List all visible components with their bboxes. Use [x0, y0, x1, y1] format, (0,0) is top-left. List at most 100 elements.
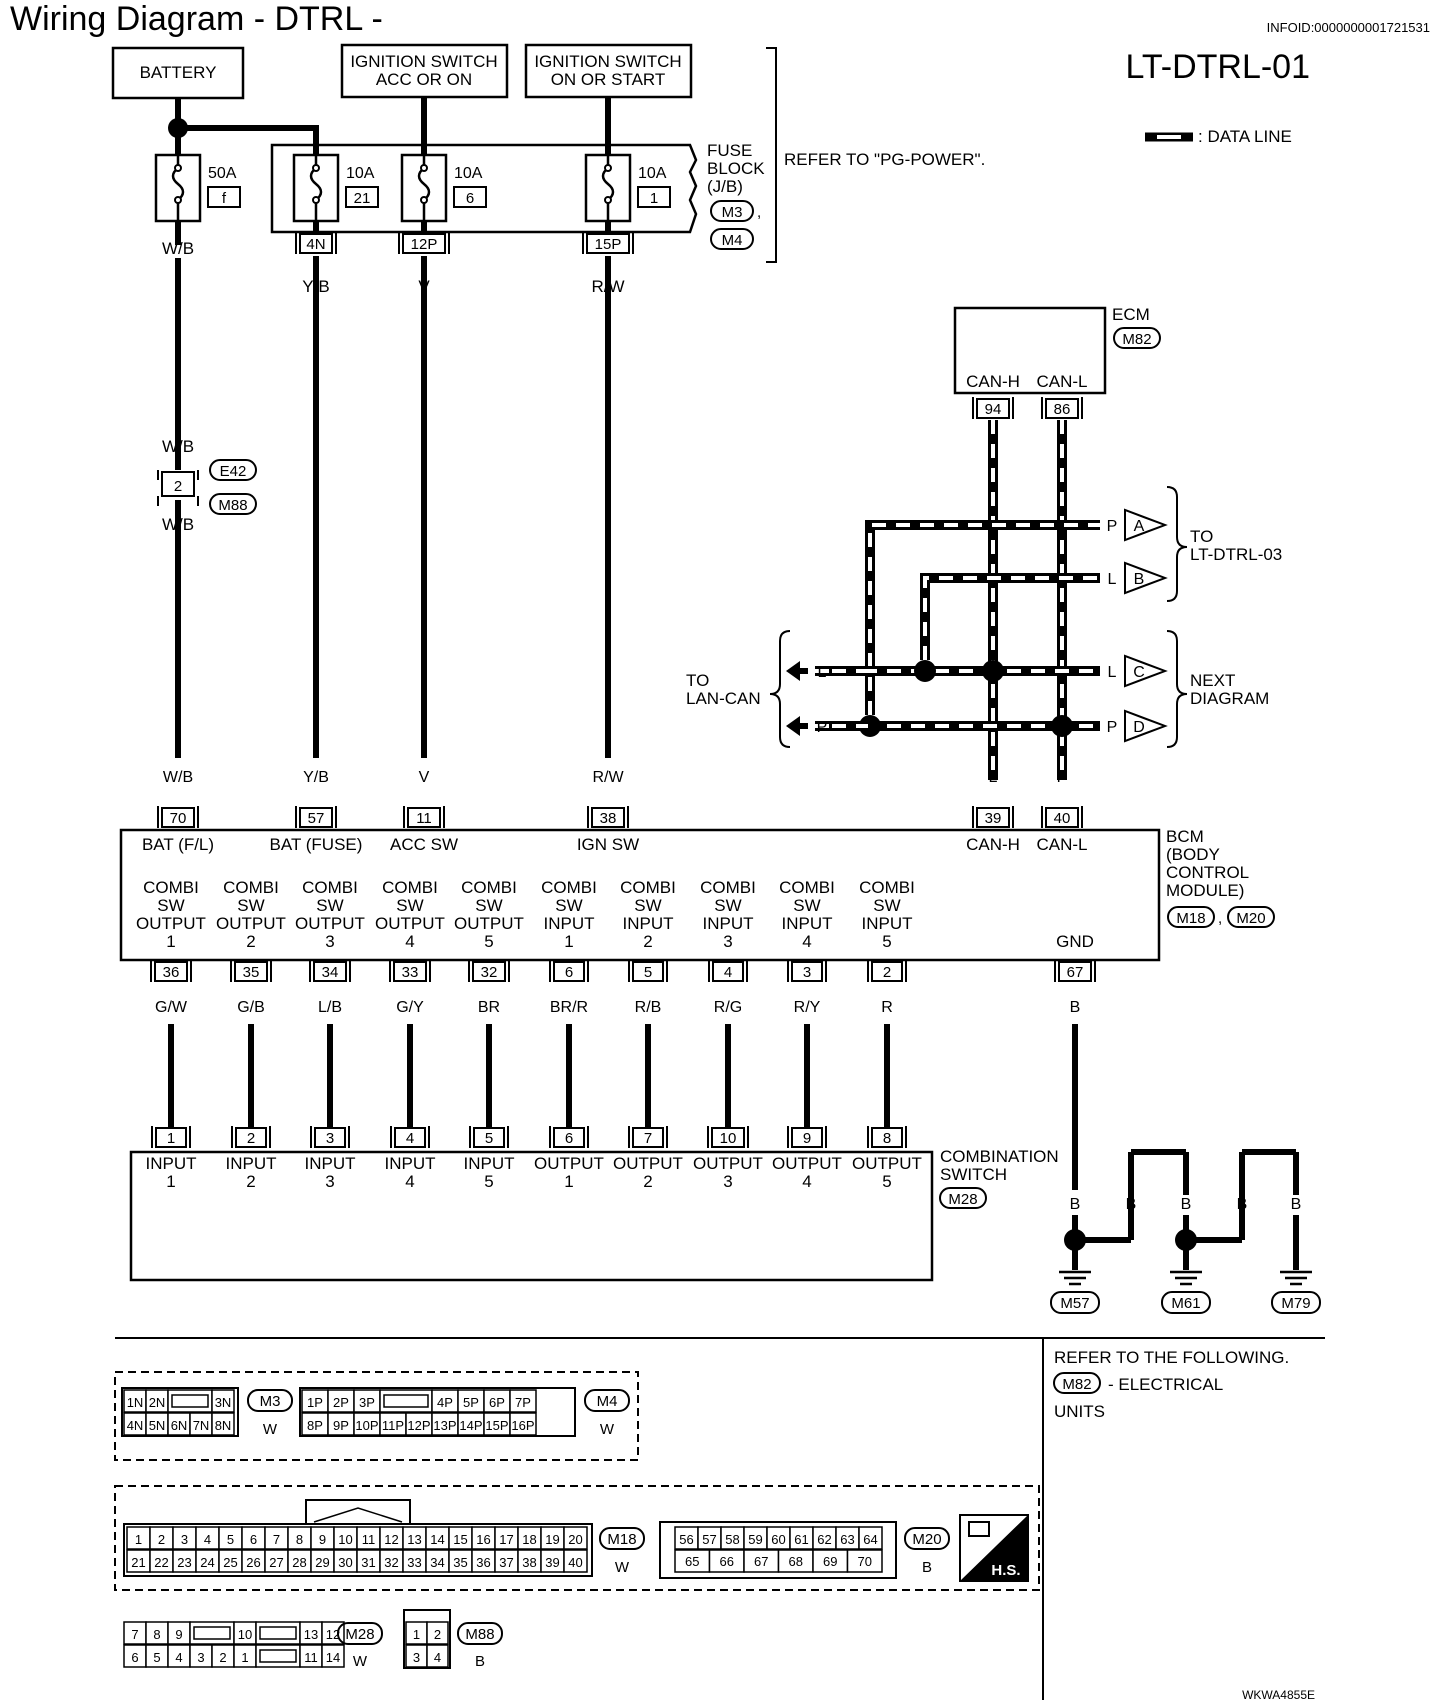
pin-frame — [235, 1127, 267, 1148]
ecm-label: ECM — [1112, 305, 1150, 324]
branch-b — [920, 573, 1100, 660]
bcm-pin-label-3: INPUT — [544, 914, 595, 933]
connector-cell-label: 20 — [568, 1532, 582, 1547]
combination-switch-pin-box: 9 — [787, 1126, 827, 1148]
can-splice — [859, 715, 881, 737]
connector-cell-label: 9 — [175, 1627, 182, 1642]
bcm-bottom-pin-box: 36 — [150, 960, 192, 982]
bcm-bottom-wire-label: R/Y — [794, 999, 821, 1016]
m3-name-frame — [247, 1389, 293, 1412]
bcm-top-wire-label: W/B — [163, 769, 193, 786]
pin-number: 5 — [485, 1130, 493, 1147]
ecm-can-h-label: CAN-H — [966, 372, 1020, 391]
connector-cell-label: 25 — [223, 1555, 237, 1570]
combination-switch-box — [129, 1150, 934, 1282]
connector-cell-label: 3 — [181, 1532, 188, 1547]
connector-cell-label: 7 — [273, 1532, 280, 1547]
pin-tab — [295, 232, 337, 254]
bcm-pin-label-2: SW — [793, 896, 820, 915]
combination-switch-pin-label-2: 2 — [643, 1172, 652, 1191]
wire-label-rw-top: R/W — [591, 277, 624, 296]
connector-cell — [189, 1621, 235, 1645]
pin-tab — [867, 1126, 907, 1148]
bcm-pin-39: 39 — [972, 806, 1014, 828]
pin-number: 3 — [803, 964, 811, 981]
joint-wire-below: W/B — [162, 515, 194, 534]
pin-tab — [582, 232, 634, 254]
bcm-box — [119, 828, 1161, 962]
combination-switch-label: COMBINATION SWITCH M28 — [939, 1147, 1059, 1209]
bcm-gnd-pin-box: 67 — [1054, 960, 1096, 982]
pin-number: 11 — [416, 810, 432, 827]
pin-tab — [157, 806, 199, 828]
pin-frame — [976, 807, 1010, 828]
ecm-can-l-label: CAN-L — [1036, 372, 1087, 391]
fuse-number-frame — [345, 186, 379, 208]
bcm-pin-label-2: SW — [316, 896, 343, 915]
pin-frame — [632, 961, 664, 982]
bcm-top-pin-label: BAT (FUSE) — [270, 835, 363, 854]
combination-switch-pin-label-1: OUTPUT — [852, 1154, 922, 1173]
connector-cell-label: 30 — [338, 1555, 352, 1570]
connector-cell — [255, 1644, 301, 1668]
wire-label-yb-top: Y/B — [302, 277, 329, 296]
connector-cell-label: 15 — [453, 1532, 467, 1547]
m3-body — [121, 1387, 239, 1437]
arrow-triangle-icon — [1124, 561, 1168, 595]
bcm-top-pin-label: IGN SW — [577, 835, 639, 854]
connector-cell — [426, 1644, 449, 1668]
bcm-pin-label-2: SW — [555, 896, 582, 915]
connector-cell-label: 34 — [430, 1555, 444, 1570]
bcm-name-3: CONTROL — [1166, 863, 1249, 882]
pin-number: 39 — [985, 810, 1002, 827]
bcm-pin-label-1: COMBI — [779, 878, 835, 897]
bracket-to-lt — [1166, 486, 1188, 602]
data-line-legend-text: : DATA LINE — [1198, 127, 1292, 146]
battery-label: BATTERY — [140, 63, 217, 82]
ground-label: M57 — [1060, 1295, 1089, 1312]
connector-cell-label: 29 — [315, 1555, 329, 1570]
pin-number: 12P — [411, 236, 438, 253]
refer-box-line-2: - ELECTRICAL — [1108, 1375, 1223, 1394]
pin-number: 33 — [402, 964, 419, 981]
pin-frame — [299, 807, 333, 828]
m20-body — [659, 1521, 897, 1579]
fuse-terminal — [420, 164, 428, 172]
combination-switch-pin-box: 10 — [707, 1126, 749, 1148]
connector-cell-label: 26 — [246, 1555, 260, 1570]
bcm-bottom-pin-box: 6 — [549, 960, 589, 982]
power-feed-wires — [175, 97, 611, 155]
connector-key — [171, 1394, 209, 1408]
pin-tab — [295, 806, 337, 828]
arrow-letter: D — [1133, 719, 1145, 736]
pin-tab — [628, 960, 668, 982]
pin-number: 3 — [326, 1130, 334, 1147]
connector-cell-label: 9 — [319, 1532, 326, 1547]
bcm-top-wire-label: Y/B — [303, 769, 329, 786]
bcm-bottom-pins: COMBISWOUTPUT136G/WCOMBISWOUTPUT235G/BCO… — [136, 878, 1096, 1190]
connector-cell-label: 5 — [227, 1532, 234, 1547]
left-arrow-wire-label: P — [817, 719, 828, 736]
ignition-on-label-2: ON OR START — [551, 70, 666, 89]
fuse-number: f — [222, 190, 227, 207]
connector-cell-label: 12P — [407, 1418, 430, 1433]
connector-cell — [321, 1644, 345, 1668]
connector-cell-label: 12 — [326, 1627, 340, 1642]
connector-cell-label: 19 — [545, 1532, 559, 1547]
bcm-bottom-wire-label: R/G — [714, 999, 742, 1016]
bcm-top-wire-label: L — [989, 769, 998, 786]
connector-cell-label: 70 — [858, 1554, 872, 1569]
pin-tab — [398, 232, 450, 254]
pin-frame — [314, 1127, 346, 1148]
arrow-letter: A — [1134, 518, 1145, 535]
ignition-acc-label-1: IGNITION SWITCH — [350, 52, 497, 71]
